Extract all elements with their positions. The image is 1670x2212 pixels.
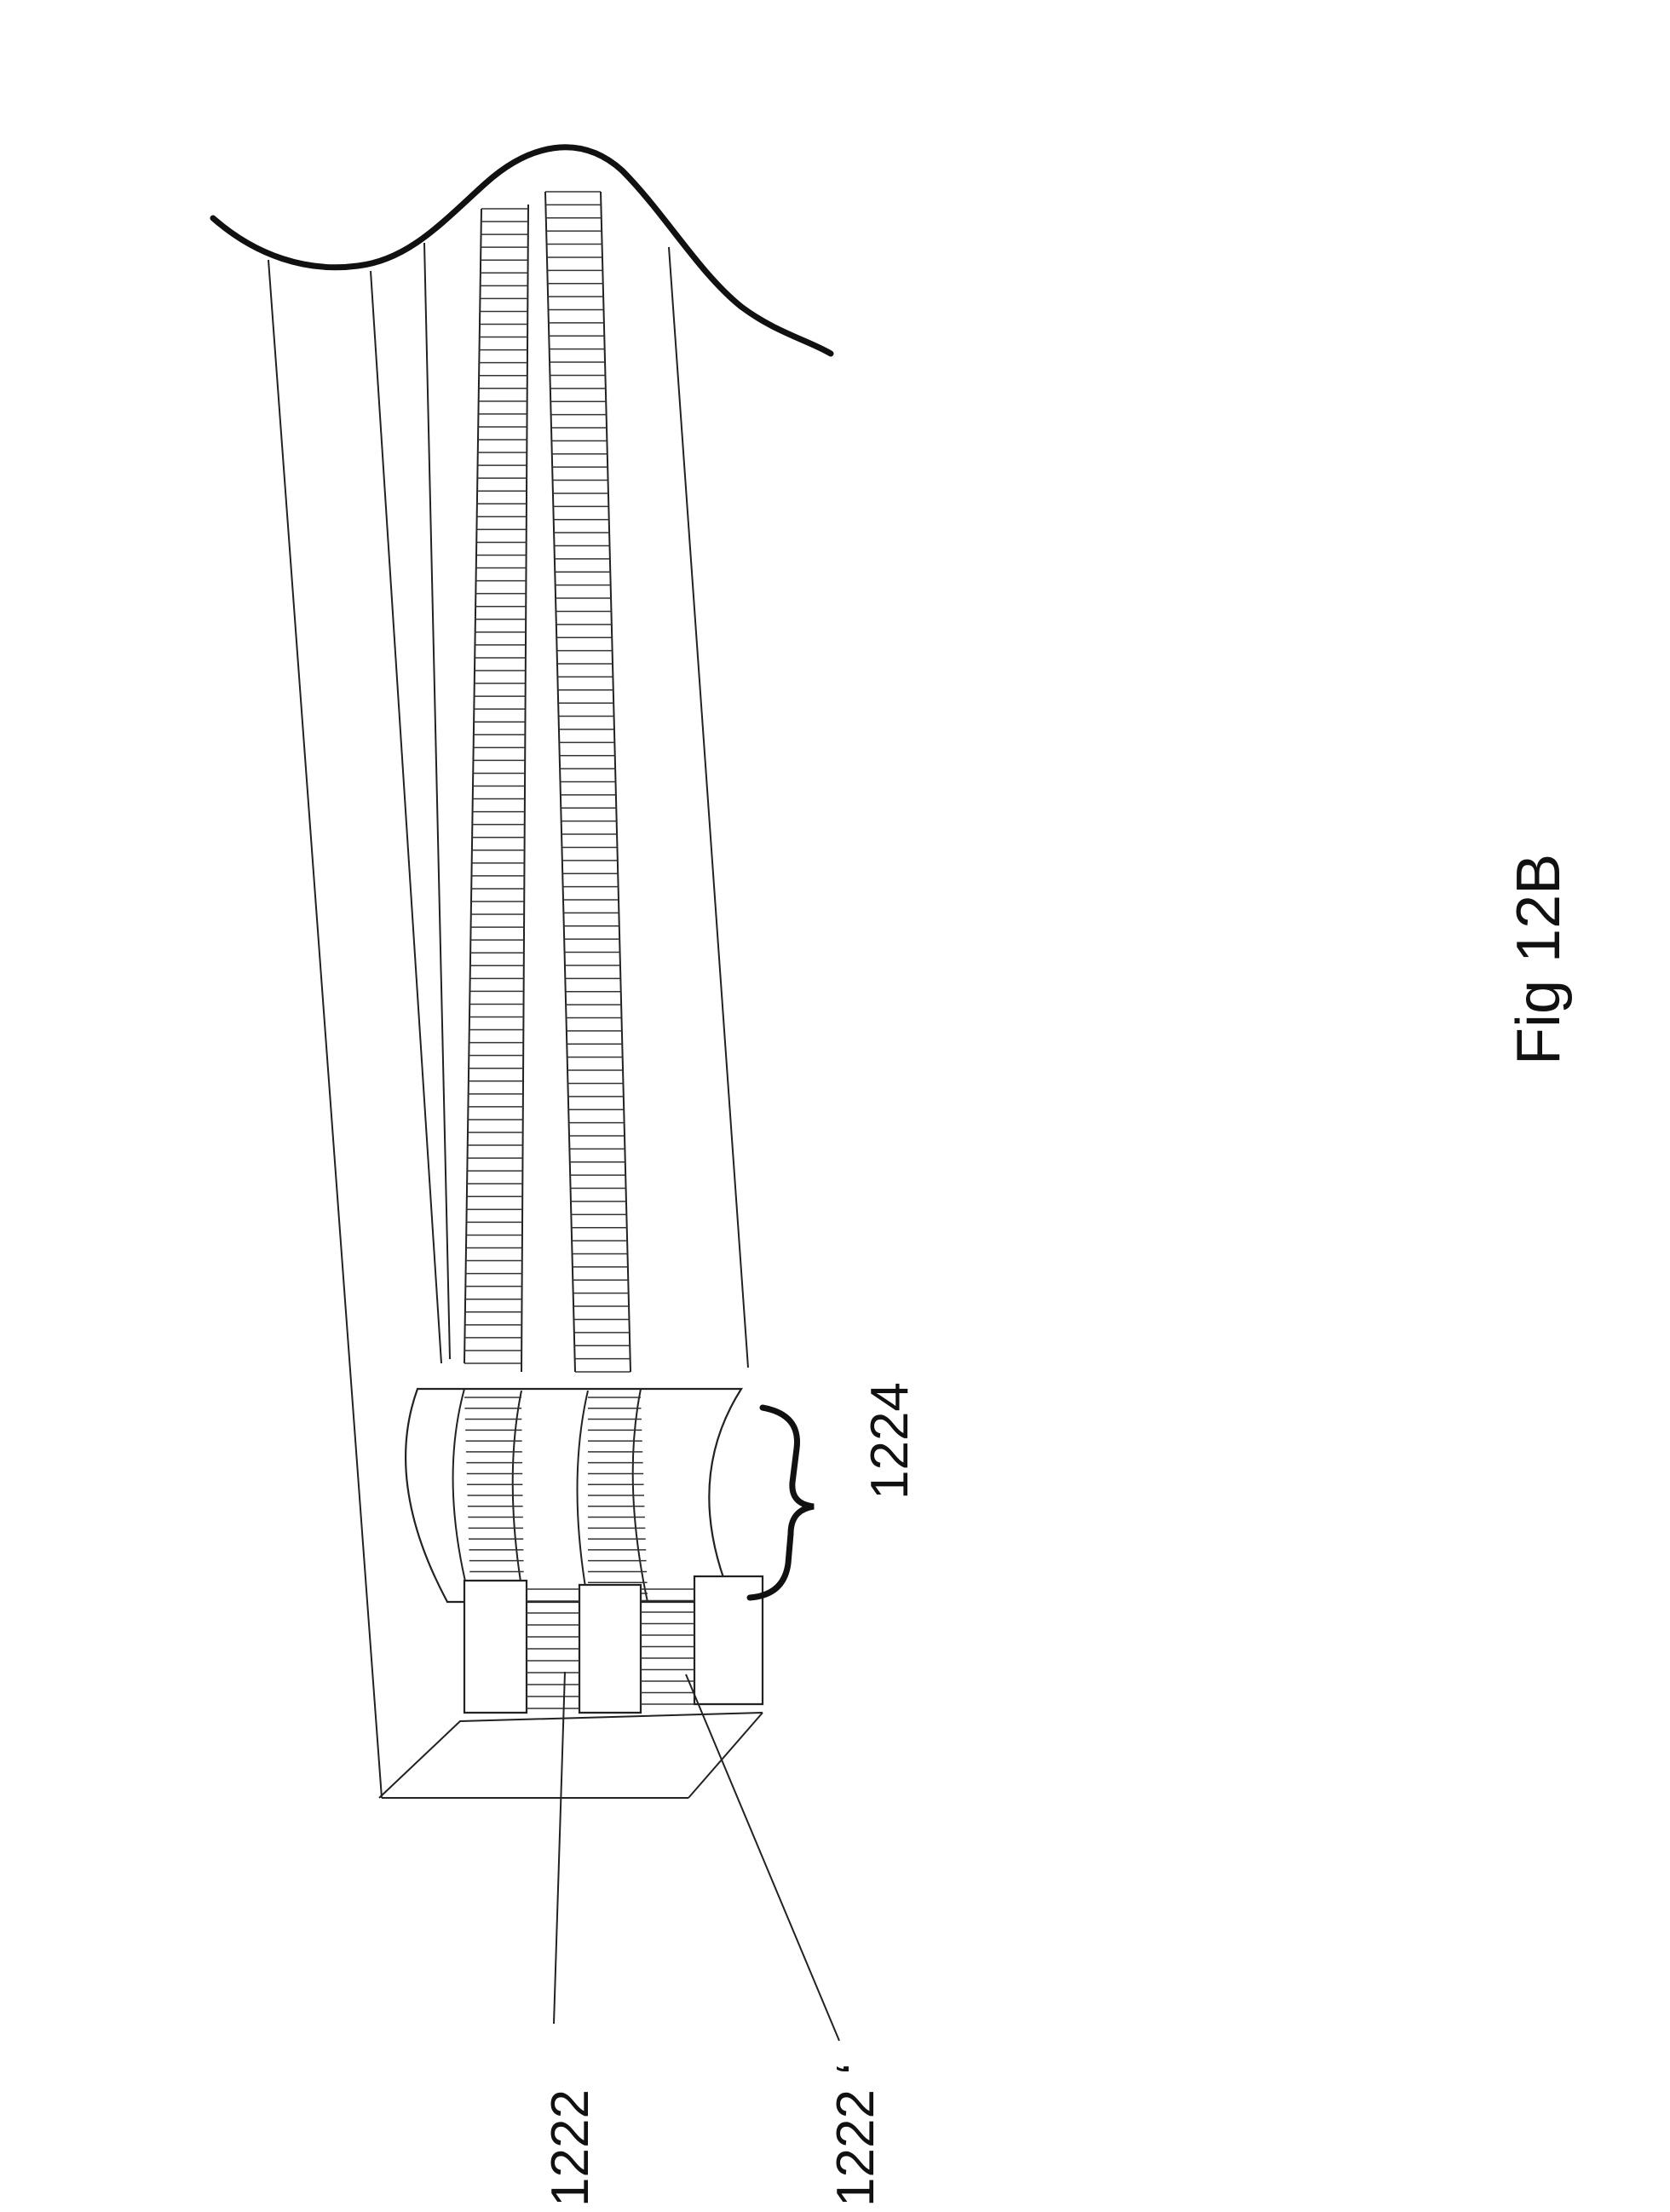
label-1224: 1224 bbox=[861, 1382, 919, 1500]
break-line bbox=[213, 147, 831, 354]
leader-line-1222 bbox=[554, 1672, 565, 2024]
figure-caption: Fig 12B bbox=[1505, 854, 1573, 1065]
bracket-1224 bbox=[750, 1408, 814, 1598]
curved-recess-region bbox=[406, 1389, 741, 1602]
channel-strip-1 bbox=[464, 204, 528, 1372]
end-blocks bbox=[379, 1576, 763, 1798]
label-1222-prime: 1222 ‘ bbox=[826, 2063, 885, 2207]
leader-line-1222-prime bbox=[686, 1674, 839, 2041]
label-1222: 1222 bbox=[541, 2089, 600, 2207]
channel-strip-2 bbox=[545, 192, 631, 1372]
